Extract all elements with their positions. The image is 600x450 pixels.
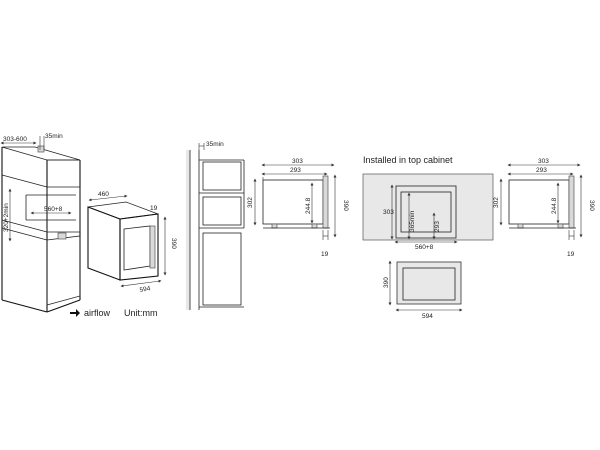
column-section-view: 35min <box>186 141 245 310</box>
dim-460: 460 <box>98 191 109 198</box>
top-vent-icon <box>37 145 45 153</box>
dim-35min-a: 35min <box>45 133 63 140</box>
dim-302-e: 302 <box>493 197 500 208</box>
vent-grille-icon <box>57 232 67 240</box>
dim-19-e: 19 <box>567 251 575 258</box>
dim-293-c: 293 <box>434 221 441 232</box>
dim-244-8-e: 244.8 <box>551 197 558 214</box>
control-panel-icon <box>149 225 156 269</box>
dim-302-b: 302 <box>247 197 254 208</box>
dim-303-b: 303 <box>292 158 303 165</box>
dim-390-a: 390 <box>170 238 177 249</box>
dim-594-d: 594 <box>422 313 433 320</box>
dim-293-b: 293 <box>290 167 301 174</box>
dim-35min-b: 35min <box>206 141 224 148</box>
tall-cabinet-view: 303-600 35min 320+2min 560+8 <box>0 133 81 313</box>
legend-unit: Unit:mm <box>124 308 158 318</box>
side-view-2: 303 293 302 244.8 390 19 <box>493 158 595 258</box>
microwave-iso-view: 460 19 390 594 <box>87 191 177 294</box>
dim-244-8-b: 244.8 <box>305 197 312 214</box>
top-cabinet-view: Installed in top cabinet 303 365min 293 … <box>362 155 494 251</box>
dim-19-a: 19 <box>150 205 158 212</box>
dim-365min: 365min <box>409 210 416 232</box>
dim-390-e: 390 <box>588 200 595 211</box>
dim-303-600: 303-600 <box>3 136 27 143</box>
dim-293-e: 293 <box>536 167 547 174</box>
legend-airflow: airflow <box>84 308 111 318</box>
dim-19-b: 19 <box>321 251 329 258</box>
installed-title: Installed in top cabinet <box>363 155 453 165</box>
side-view-1: 303 293 302 244.8 390 19 <box>247 158 349 258</box>
wall-hatch <box>186 150 190 310</box>
dim-560-8-a: 560+8 <box>44 206 63 213</box>
front-view: 390 594 <box>383 260 463 320</box>
dim-560-8-c: 560+8 <box>415 244 434 251</box>
dim-303-c: 303 <box>383 209 394 216</box>
airflow-arrow-icon <box>70 309 80 317</box>
dim-594-a: 594 <box>139 285 151 294</box>
dim-390-b: 390 <box>342 200 349 211</box>
dim-303-e: 303 <box>538 158 549 165</box>
legend: airflow Unit:mm <box>70 308 158 318</box>
dim-320-2min: 320+2min <box>3 203 10 232</box>
dim-390-d: 390 <box>383 277 390 288</box>
